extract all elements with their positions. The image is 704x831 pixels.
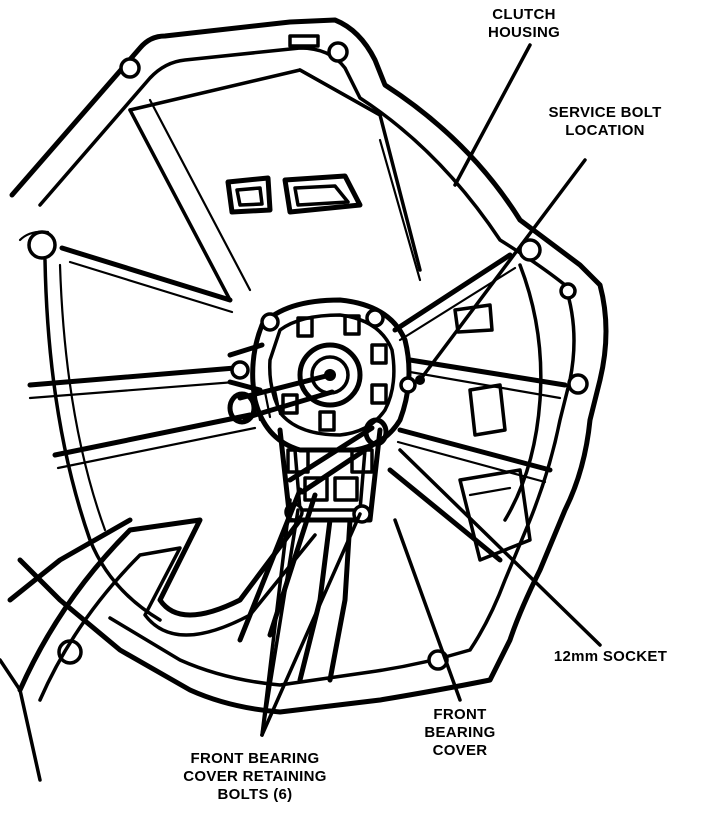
label-service-bolt-line-2: LOCATION — [565, 122, 645, 139]
label-retaining-bolts-line-3: BOLTS (6) — [217, 786, 293, 803]
label-clutch-housing: CLUTCH HOUSING — [478, 6, 570, 42]
label-front-bearing-cover-line-2: BEARING — [424, 724, 496, 741]
housing-window-openings — [225, 173, 363, 215]
front-bearing-assembly — [227, 297, 417, 453]
label-retaining-bolts: FRONT BEARING COVER RETAINING BOLTS (6) — [150, 750, 360, 804]
leader-retaining-bolts-2 — [260, 508, 300, 737]
leader-retaining-bolts-3 — [260, 512, 362, 737]
label-clutch-housing-line-1: CLUTCH — [492, 6, 556, 23]
label-front-bearing-cover: FRONT BEARING COVER — [405, 706, 515, 760]
label-clutch-housing-line-2: HOUSING — [487, 24, 561, 41]
leader-lines — [260, 43, 602, 737]
label-12mm-socket-line-1: 12mm SOCKET — [553, 648, 668, 665]
label-front-bearing-cover-line-3: COVER — [432, 742, 488, 759]
leader-clutch-housing — [453, 43, 532, 187]
label-front-bearing-cover-line-1: FRONT — [433, 706, 487, 723]
housing-right-features — [453, 303, 532, 562]
housing-radial-ribs — [27, 245, 568, 563]
label-12mm-socket: 12mm SOCKET — [528, 648, 693, 666]
ratchet-handle — [0, 517, 353, 782]
leader-12mm-socket — [398, 448, 602, 647]
housing-inner-walls — [43, 68, 543, 622]
housing-outer-flange — [9, 17, 609, 715]
label-retaining-bolts-line-1: FRONT BEARING — [190, 750, 320, 767]
label-service-bolt-location: SERVICE BOLT LOCATION — [520, 104, 690, 140]
label-service-bolt-line-1: SERVICE BOLT — [548, 104, 662, 121]
label-retaining-bolts-line-2: COVER RETAINING — [183, 768, 327, 785]
socket-extension-tool — [237, 417, 389, 643]
leader-service-bolt — [418, 158, 587, 382]
leader-front-bearing-cover — [393, 518, 462, 702]
